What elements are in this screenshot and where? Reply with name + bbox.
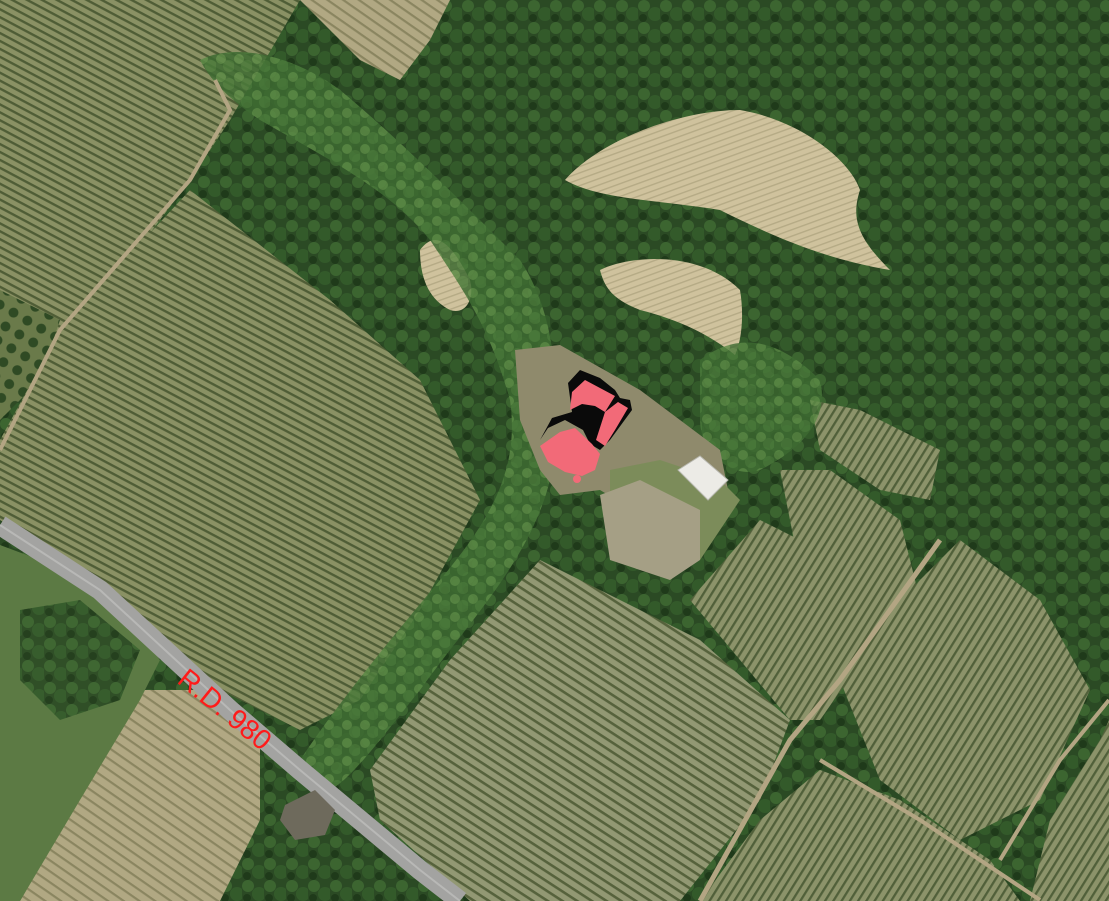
vineyard-east-4: [810, 400, 940, 500]
dirt-track-far-east: [998, 698, 1109, 862]
road-centerline: [0, 524, 461, 901]
tree-band-east: [700, 342, 822, 472]
dry-field-small: [420, 240, 472, 311]
dry-field-center: [600, 258, 743, 355]
dirt-track-northwest: [0, 79, 233, 451]
tree-band-center: [200, 51, 556, 790]
building-wing-east: [596, 402, 628, 446]
vineyard-far-southeast: [1030, 720, 1109, 901]
dry-field-north: [565, 110, 890, 270]
vineyard-south-field: [20, 690, 260, 901]
vineyard-east-3: [780, 470, 920, 640]
vineyard-southeast: [700, 770, 1020, 901]
vineyard-north-strip: [300, 0, 450, 80]
vineyard-south-center: [370, 560, 790, 901]
garden-plot: [600, 480, 700, 580]
trees-southwest: [20, 600, 140, 720]
building-wing-north: [570, 380, 615, 412]
orchard-west: [0, 290, 60, 420]
building-tower: [573, 475, 581, 483]
highlighted-building[interactable]: [540, 370, 632, 483]
dirt-track-east: [697, 538, 943, 901]
greenhouse: [677, 455, 729, 501]
dirt-track-southeast: [818, 758, 1042, 901]
building-main: [540, 428, 600, 476]
roadside-building: [280, 790, 335, 840]
